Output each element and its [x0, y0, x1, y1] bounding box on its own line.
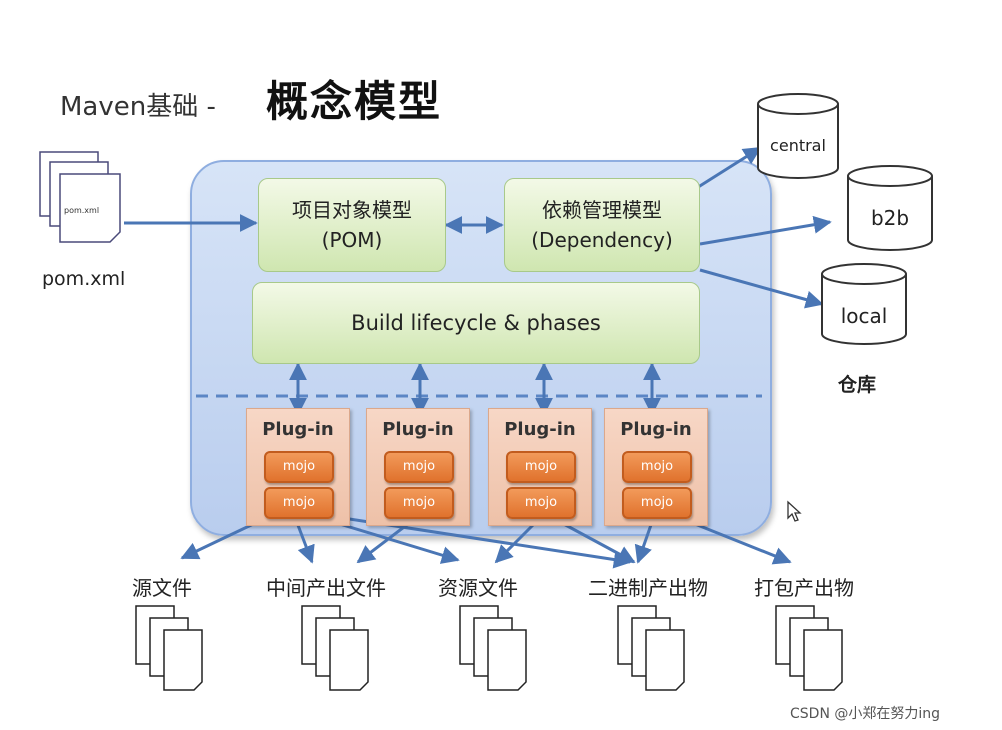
plugin-box-2: Plug-in mojo mojo — [366, 408, 470, 526]
plugin-label: Plug-in — [382, 419, 454, 440]
mojo-block: mojo — [506, 487, 576, 519]
repo-local-label: local — [840, 304, 888, 328]
output-file-stacks-icon — [135, 605, 843, 691]
output-resource-files: 资源文件 — [438, 576, 518, 600]
plugin-label: Plug-in — [620, 419, 692, 440]
plugin-label: Plug-in — [262, 419, 334, 440]
pom-model-label: 项目对象模型 — [292, 198, 412, 222]
build-lifecycle-box: Build lifecycle & phases — [252, 282, 700, 364]
output-source-files: 源文件 — [132, 576, 192, 600]
repository-cylinders-icon — [757, 93, 933, 345]
dependency-model-box: 依赖管理模型 (Dependency) — [504, 178, 700, 272]
mojo-block: mojo — [264, 487, 334, 519]
plugin-label: Plug-in — [504, 419, 576, 440]
repo-b2b-label: b2b — [870, 206, 910, 230]
plugin-box-1: Plug-in mojo mojo — [246, 408, 350, 526]
dependency-model-sublabel: (Dependency) — [531, 228, 673, 252]
title-prefix: Maven基础 - — [60, 92, 216, 122]
plugin-box-3: Plug-in mojo mojo — [488, 408, 592, 526]
mojo-block: mojo — [384, 487, 454, 519]
pom-doc-label: pom.xml — [64, 206, 100, 215]
build-lifecycle-label: Build lifecycle & phases — [351, 311, 601, 335]
pom-file-stack-icon — [39, 151, 121, 243]
mojo-block: mojo — [622, 487, 692, 519]
mouse-cursor-icon — [787, 500, 802, 522]
pom-model-box: 项目对象模型 (POM) — [258, 178, 446, 272]
dependency-model-label: 依赖管理模型 — [542, 198, 662, 222]
mojo-block: mojo — [506, 451, 576, 483]
mojo-block: mojo — [622, 451, 692, 483]
output-package-artifacts: 打包产出物 — [754, 576, 854, 600]
page-title: 概念模型 — [266, 77, 443, 126]
output-binary-artifacts: 二进制产出物 — [588, 576, 708, 600]
output-intermediate-files: 中间产出文件 — [266, 576, 386, 600]
mojo-block: mojo — [384, 451, 454, 483]
pom-caption: pom.xml — [42, 268, 126, 290]
mojo-block: mojo — [264, 451, 334, 483]
repo-central-label: central — [770, 136, 826, 155]
repository-caption: 仓库 — [838, 374, 877, 396]
pom-model-sublabel: (POM) — [321, 228, 383, 252]
csdn-watermark: CSDN @小郑在努力ing — [790, 706, 941, 722]
plugin-box-4: Plug-in mojo mojo — [604, 408, 708, 526]
